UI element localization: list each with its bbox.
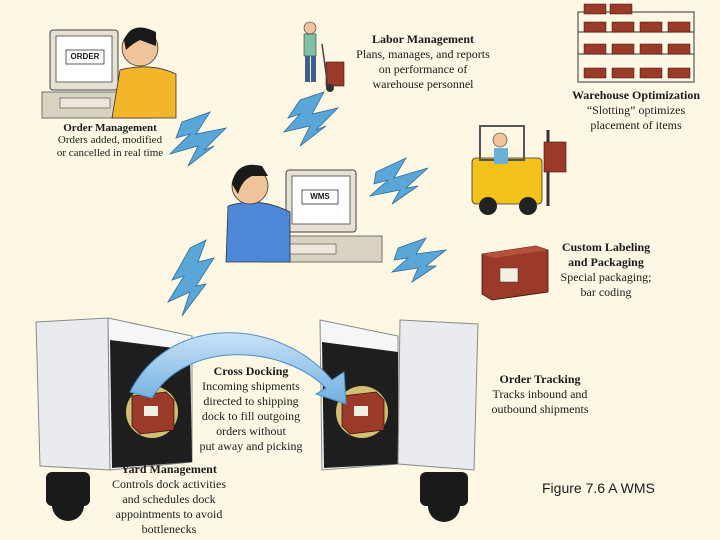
cross-docking-line-3: dock to fill outgoing xyxy=(201,409,301,423)
warehouse-optimization-line-2: placement of items xyxy=(590,118,682,132)
order-management-block: Order Management Orders added, modified … xyxy=(40,122,180,160)
labor-management-line-2: on performance of xyxy=(378,62,468,76)
order-management-line-2: or cancelled in real time xyxy=(56,147,164,159)
warehouse-optimization-block: Warehouse Optimization “Slotting” optimi… xyxy=(560,88,712,133)
cross-docking-arrow xyxy=(129,332,347,405)
labor-management-line-3: warehouse personnel xyxy=(372,77,474,91)
forklift-illustration xyxy=(471,125,567,215)
yard-management-block: Yard Management Controls dock activities… xyxy=(100,462,238,537)
labor-management-block: Labor Management Plans, manages, and rep… xyxy=(340,32,506,92)
figure-caption: Figure 7.6 A WMS xyxy=(542,480,655,496)
dock-box-right xyxy=(336,386,388,438)
cross-docking-block: Cross Docking Incoming shipments directe… xyxy=(186,364,316,454)
custom-labeling-line-1: Special packaging; xyxy=(560,270,652,284)
cross-docking-line-4: orders without xyxy=(216,424,286,438)
yard-management-title: Yard Management xyxy=(121,462,217,476)
order-tracking-line-2: outbound shipments xyxy=(491,402,589,416)
wms-screen-label: WMS xyxy=(310,192,330,201)
yard-management-line-2: and schedules dock xyxy=(122,492,216,506)
cross-docking-line-2: directed to shipping xyxy=(203,394,299,408)
labeled-box-illustration xyxy=(481,245,549,301)
yard-management-line-1: Controls dock activities xyxy=(112,477,226,491)
warehouse-optimization-line-1: “Slotting” optimizes xyxy=(586,103,686,117)
lightning-bolt-labeling xyxy=(390,237,448,284)
custom-labeling-block: Custom Labeling and Packaging Special pa… xyxy=(548,240,664,300)
order-screen-label: ORDER xyxy=(70,52,100,61)
labor-management-title: Labor Management xyxy=(371,32,475,46)
yard-management-line-3: appointments to avoid xyxy=(115,507,223,521)
cross-docking-title: Cross Docking xyxy=(213,364,289,378)
wms-workstation-illustration xyxy=(225,164,383,263)
lightning-bolts xyxy=(166,91,448,317)
order-management-title: Order Management xyxy=(63,122,157,134)
warehouse-rack-illustration xyxy=(577,3,695,83)
order-management-line-1: Orders added, modified xyxy=(57,134,163,146)
labor-management-line-1: Plans, manages, and reports xyxy=(356,47,490,61)
order-workstation-illustration xyxy=(41,27,177,119)
warehouse-optimization-title: Warehouse Optimization xyxy=(571,88,701,102)
lightning-bolt-labor xyxy=(282,91,340,147)
cross-docking-line-5: put away and picking xyxy=(199,439,303,453)
yard-management-line-4: bottlenecks xyxy=(141,522,197,536)
lightning-bolt-order xyxy=(168,111,228,167)
custom-labeling-title-1: Custom Labeling xyxy=(561,240,651,254)
cross-docking-line-1: Incoming shipments xyxy=(202,379,300,393)
order-tracking-line-1: Tracks inbound and xyxy=(492,387,588,401)
order-tracking-title: Order Tracking xyxy=(499,372,581,386)
dock-box-left xyxy=(126,386,178,438)
custom-labeling-line-2: bar coding xyxy=(580,285,632,299)
order-tracking-block: Order Tracking Tracks inbound and outbou… xyxy=(478,372,602,417)
lightning-bolt-warehouse xyxy=(368,157,429,205)
lightning-bolt-dock xyxy=(166,239,215,317)
labor-worker-illustration xyxy=(303,21,345,92)
custom-labeling-title-2: and Packaging xyxy=(568,255,644,269)
